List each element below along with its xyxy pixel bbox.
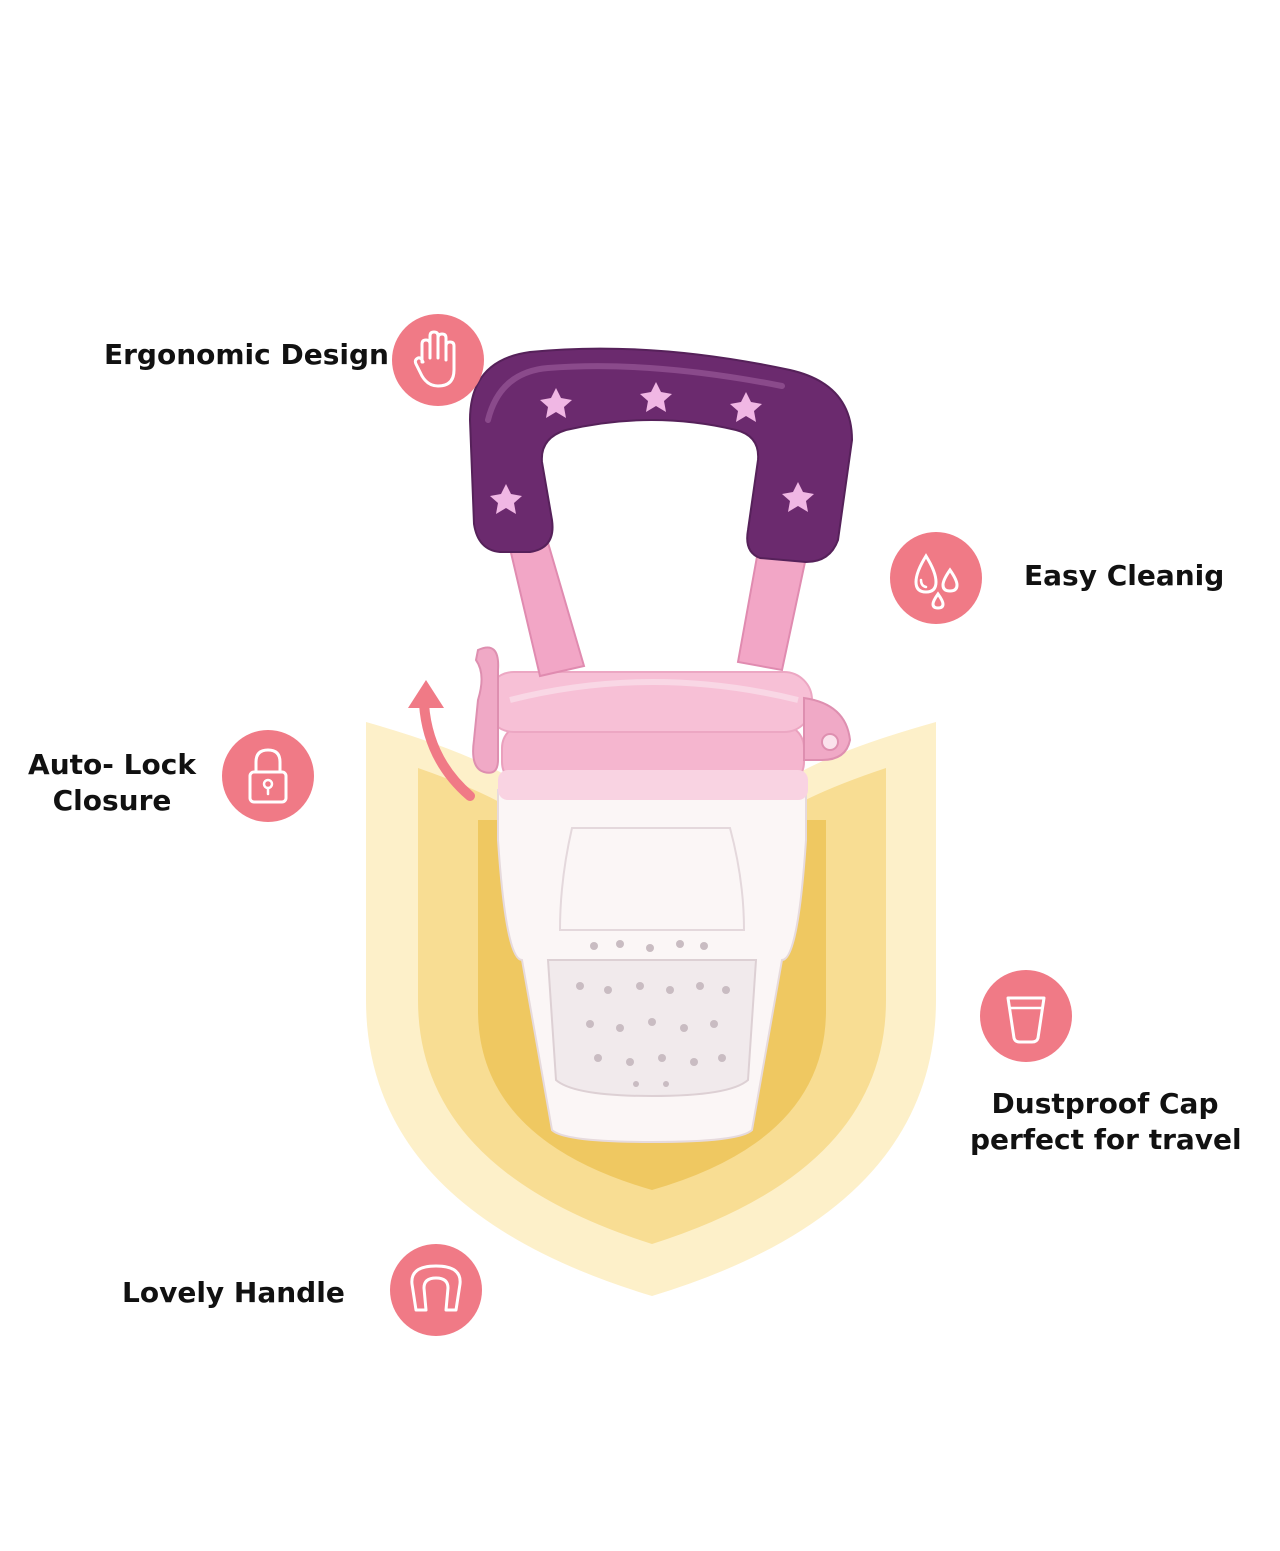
padlock-icon xyxy=(248,748,288,804)
mesh-holes xyxy=(576,940,730,1087)
feature-label-autolock: Auto- Lock Closure xyxy=(22,747,202,819)
feature-label-dustproof: Dustproof Cap perfect for travel xyxy=(970,1086,1242,1158)
feature-label-dustproof-line2: perfect for travel xyxy=(970,1123,1242,1156)
feeder-mesh xyxy=(546,959,758,1098)
feature-badge-ergonomic xyxy=(392,314,484,406)
water-drops-icon xyxy=(914,553,959,610)
feature-badge-cleaning xyxy=(890,532,982,624)
hand-icon xyxy=(413,330,456,388)
feature-label-dustproof-line1: Dustproof Cap xyxy=(991,1087,1219,1120)
feature-label-handle: Lovely Handle xyxy=(122,1276,345,1309)
handle-loop xyxy=(468,347,854,564)
lock-clip xyxy=(472,646,500,774)
handle-icon xyxy=(410,1264,462,1312)
feature-label-ergonomic: Ergonomic Design xyxy=(104,338,389,371)
handle-stem-left xyxy=(506,534,586,678)
feature-label-autolock-line2: Closure xyxy=(52,784,172,817)
feature-badge-dustproof xyxy=(980,970,1072,1062)
lock-arrow xyxy=(419,699,475,801)
handle-stars xyxy=(490,382,814,514)
feature-badge-autolock xyxy=(222,730,314,822)
hinge xyxy=(803,696,852,761)
cup-icon xyxy=(1006,996,1046,1044)
feature-badge-handle xyxy=(390,1244,482,1336)
feature-label-cleaning: Easy Cleanig xyxy=(1024,559,1225,592)
feature-label-autolock-line1: Auto- Lock xyxy=(28,748,196,781)
